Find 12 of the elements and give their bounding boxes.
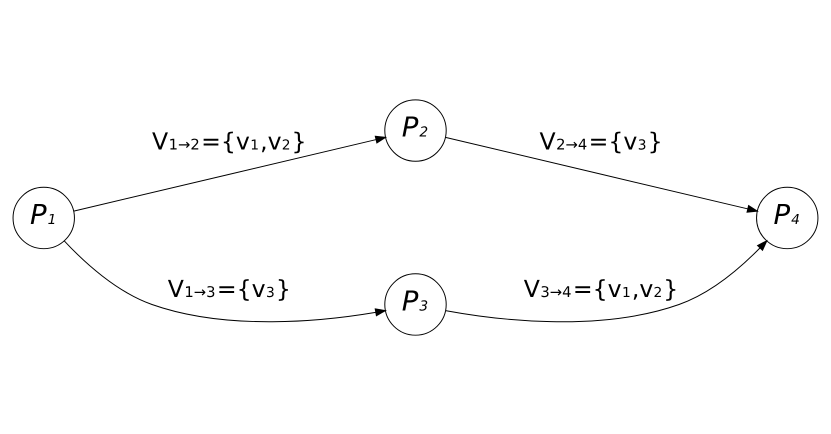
arrow — [73, 135, 388, 212]
edge-label: V1→2={v1,v2} — [152, 126, 307, 155]
node-circle: P4 — [756, 186, 818, 249]
edge-label: V1→3={v3} — [168, 274, 291, 302]
arrow — [445, 136, 759, 212]
edge-label: V2→4={v3} — [539, 126, 663, 155]
arrow — [64, 240, 387, 322]
arrow — [445, 239, 768, 322]
node-circle: P2 — [384, 98, 447, 162]
node-circle: P3 — [384, 272, 447, 336]
edge-label: V3→4={v1,v2} — [524, 274, 678, 302]
node-circle: P1 — [12, 186, 75, 249]
